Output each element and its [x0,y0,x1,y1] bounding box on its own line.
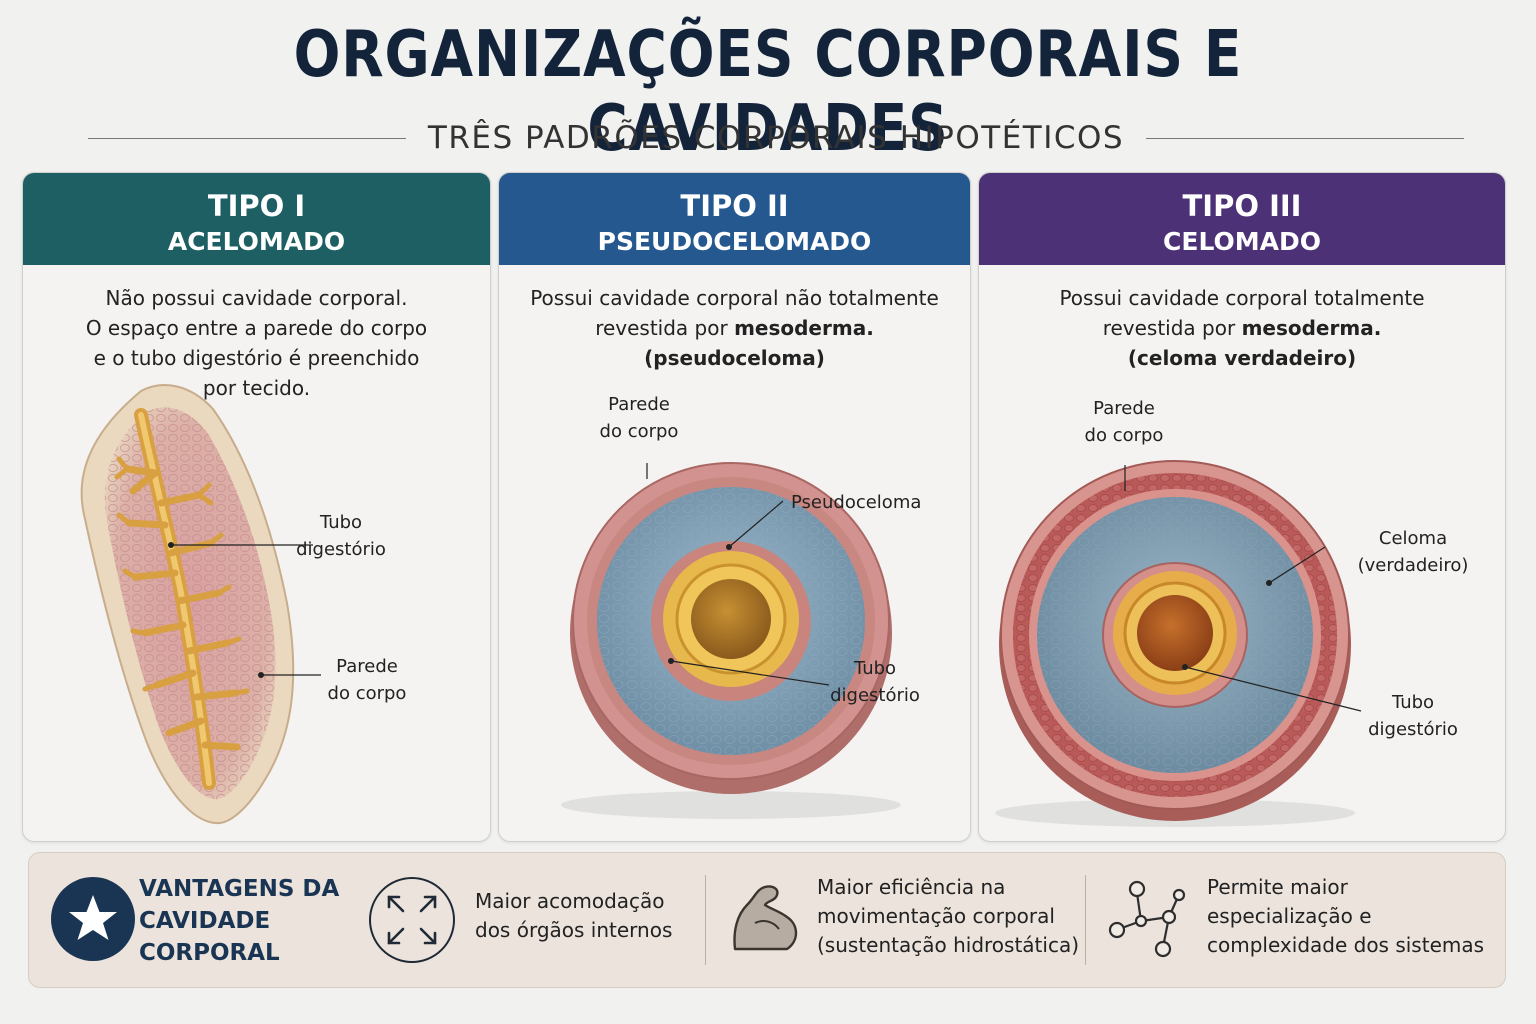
celomado-illustration [995,460,1362,827]
network-nodes-icon [1107,877,1193,967]
card-type-label: TIPO I [207,189,306,223]
card-type-label: TIPO II [680,189,789,223]
desc-line: O espaço entre a parede do corpo [85,316,428,340]
advantage-text-3: Permite maior especialização e complexid… [1207,875,1485,957]
desc-line: revestida por mesoderma. [595,316,874,340]
card-acelomado: TIPO I ACELOMADO Não possui cavidade cor… [22,172,491,842]
advantages-title: VANTAGENS DA CAVIDADE CORPORAL [139,876,340,966]
card-pseudocelomado: TIPO II PSEUDOCELOMADO Possui cavidade c… [498,172,971,842]
label-tubo-digestorio: Tubo digestório [296,512,386,560]
gut-lumen [691,579,771,659]
gut-leader-line [670,660,830,686]
card-description: Possui cavidade corporal totalmente reve… [979,283,1505,373]
desc-line: Não possui cavidade corporal. [105,286,408,310]
label-pseudoceloma: Pseudoceloma [791,492,922,513]
card-type-name: ACELOMADO [167,227,346,256]
gut-lumen [1137,595,1213,671]
card-description: Possui cavidade corporal não totalmente … [499,283,970,373]
label-parede-do-corpo: Parede do corpo [327,656,407,704]
cavity-leader-line [728,500,784,548]
label-celoma: Celoma (verdadeiro) [1357,528,1469,576]
card-type-name: CELOMADO [1163,227,1321,256]
desc-line: revestida por mesoderma. [1102,316,1382,340]
subtitle-divider-right [1146,137,1465,139]
cavity-leader-line [1268,546,1326,584]
pseudocelomado-illustration [561,462,901,819]
expand-arrows-icon [365,873,459,971]
label-parede-do-corpo: Parede do corpo [599,394,679,442]
desc-line: Possui cavidade corporal totalmente [1059,286,1425,310]
card-header: TIPO I ACELOMADO [23,173,490,265]
separator [1085,875,1086,965]
card-celomado: TIPO III CELOMADO Possui cavidade corpor… [978,172,1506,842]
desc-line: e o tubo digestório é preenchido [93,346,420,370]
advantage-text-2: Maior eficiência na movimentação corpora… [817,875,1080,957]
card-header: TIPO III CELOMADO [979,173,1505,265]
label-tubo-digestorio: Tubo digestório [830,658,920,706]
mesoderma-bold: mesoderma. [1241,316,1382,340]
separator [705,875,706,965]
desc-line: Possui cavidade corporal não totalmente [530,286,939,310]
gut-leader-line [1184,666,1362,712]
page-title: ORGANIZAÇÕES CORPORAIS E CAVIDADES [293,18,1243,166]
page-subtitle: TRÊS PADRÕES CORPORAIS HIPOTÉTICOS [427,120,1125,156]
star-badge [51,877,135,961]
label-tubo-digestorio: Tubo digestório [1368,692,1458,740]
advantages-bar: VANTAGENS DA CAVIDADE CORPORAL Maior aco… [28,852,1506,988]
digestive-tree [114,408,250,790]
card-description: Não possui cavidade corporal. O espaço e… [23,283,490,403]
subtitle-row: TRÊS PADRÕES CORPORAIS HIPOTÉTICOS [88,116,1465,160]
acelomado-illustration [80,384,321,825]
star-icon [69,895,117,940]
advantage-text-1: Maior acomodação dos órgãos internos [475,889,673,942]
subtitle-divider-left [88,137,406,139]
card-type-label: TIPO III [1182,189,1302,223]
mesoderma-bold: mesoderma. [734,316,874,340]
desc-line: (celoma verdadeiro) [1127,346,1357,370]
card-type-name: PSEUDOCELOMADO [597,227,872,256]
desc-line: por tecido. [202,376,311,400]
desc-line: (pseudoceloma) [644,346,825,370]
card-header: TIPO II PSEUDOCELOMADO [499,173,970,265]
label-parede-do-corpo: Parede do corpo [1084,398,1164,446]
flexed-arm-icon [727,879,803,963]
